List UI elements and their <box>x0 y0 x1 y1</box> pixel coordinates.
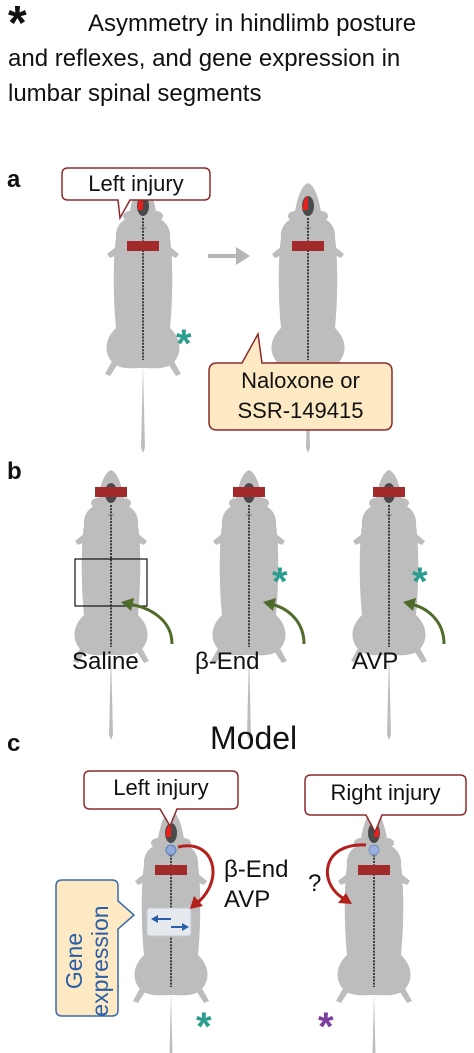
panel-a-letter: a <box>7 166 21 193</box>
panel-c-red-arrow-right <box>326 843 367 902</box>
panel-b-letter: b <box>7 458 22 485</box>
panel-c-teal-star-icon: * <box>196 1005 212 1049</box>
panel-c-left-injury-label: Left injury <box>113 775 209 800</box>
panel-c-gene-expression-callout <box>55 879 136 1017</box>
panel-c-source-dot <box>165 844 177 856</box>
header-line-2: and reflexes, and gene expression in <box>8 45 401 72</box>
panel-b-label-avp: AVP <box>352 648 399 675</box>
panel-b-avp-star-icon: * <box>412 560 428 604</box>
panel-b-beta-end-star-icon: * <box>272 560 288 604</box>
panel-c-right-injury-callout <box>304 774 467 834</box>
panel-c-gene-line-1: Gene <box>61 932 87 990</box>
asterisk-symbol: * <box>8 0 27 50</box>
panel-c-gene-expression-label: Gene expression <box>61 901 113 1021</box>
panel-c-letter: c <box>7 730 21 757</box>
panel-a-transition-arrow <box>208 247 250 265</box>
panel-a-drug-label: Naloxone or SSR-149415 <box>209 366 392 426</box>
header-line-3: lumbar spinal segments <box>8 80 262 107</box>
panel-b-label-beta-end: β-End <box>195 648 260 675</box>
panel-c-hormone-beta-end: β-End <box>224 856 289 883</box>
panel-a-rat-left <box>104 182 182 454</box>
panel-a-drug-line-1: Naloxone or <box>241 368 360 393</box>
panel-c-right-injury-label: Right injury <box>330 780 441 805</box>
panel-a-drug-line-2: SSR-149415 <box>237 398 364 423</box>
panel-c-purple-star-icon: * <box>318 1005 334 1049</box>
panel-c-question-mark: ? <box>308 870 322 897</box>
panel-c-red-arrow-left <box>177 844 215 906</box>
panel-c-gene-line-2: expression <box>87 905 113 1017</box>
panel-c-right-dot <box>368 844 380 856</box>
panel-c-lumbar-box <box>146 907 192 937</box>
header-line-1: Asymmetry in hindlimb posture <box>88 10 417 37</box>
panel-a-drug-callout <box>208 331 393 431</box>
header-caption: Asymmetry in hindlimb posture and reflex… <box>8 6 468 111</box>
panel-c-left-injury-callout <box>83 770 239 828</box>
panel-a-left-injury-label: Left injury <box>88 171 184 196</box>
panel-b-label-saline: Saline <box>72 648 139 675</box>
panel-c-hormone-avp: AVP <box>224 886 271 913</box>
panel-b-arrow-saline <box>127 602 174 645</box>
panel-a-teal-star-icon: * <box>176 322 192 366</box>
panel-c-title: Model <box>210 720 298 756</box>
panel-b-hindlimb-box <box>74 558 148 607</box>
panel-a-left-injury-callout <box>61 167 211 221</box>
